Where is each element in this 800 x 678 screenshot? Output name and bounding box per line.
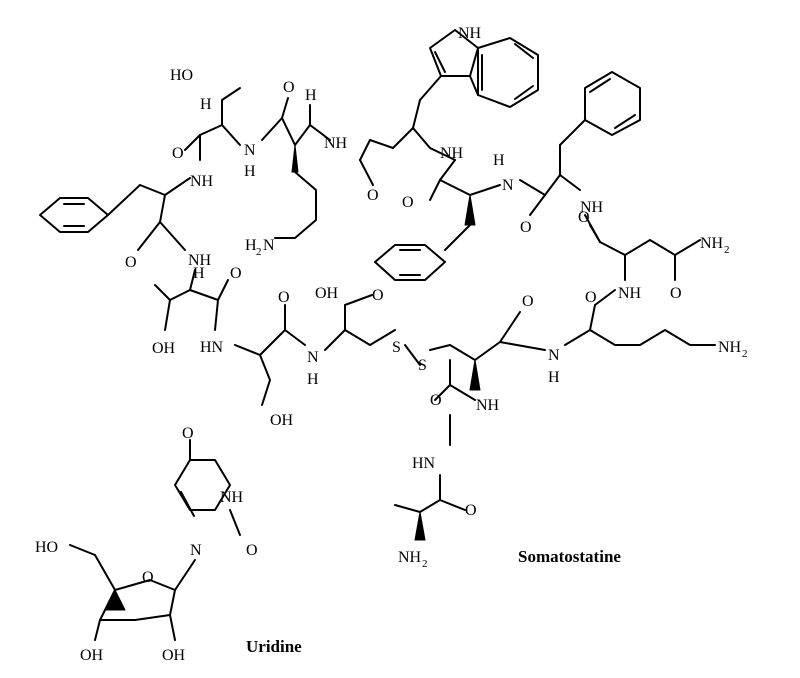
uridine-o-label-3: O xyxy=(142,569,154,586)
nh-label-2: NH xyxy=(190,173,214,190)
uridine-nh-label: NH xyxy=(220,489,244,506)
o-label-2: O xyxy=(283,79,295,96)
o-label-11: O xyxy=(585,289,597,306)
nh-label-7: NH xyxy=(440,145,464,162)
oh-label-2: OH xyxy=(270,412,294,429)
indole-nh-label: NH xyxy=(458,25,482,42)
hn-label-1: HN xyxy=(200,339,224,356)
uridine-name: Uridine xyxy=(246,637,302,656)
somatostatine-structure: NH O NH H O N H H 2 N HO H O NH xyxy=(39,25,748,570)
uridine-o-label-2: O xyxy=(246,542,258,559)
h-label-6: H xyxy=(548,369,560,386)
indole-ring: NH xyxy=(412,25,539,129)
h2n-label: H xyxy=(245,237,257,254)
o-label-13: O xyxy=(670,285,682,302)
nh-label-5: NH xyxy=(618,285,642,302)
h2n-sub: 2 xyxy=(256,246,262,258)
o-label-6: O xyxy=(278,289,290,306)
s-label-2: S xyxy=(418,357,427,374)
o-label-3: O xyxy=(172,145,184,162)
o-label-14: O xyxy=(520,219,532,236)
n-label-3: N xyxy=(548,347,560,364)
asn-nh2-label: NH xyxy=(700,235,724,252)
lys-nh2-label: NH xyxy=(718,339,742,356)
uridine-o-label-1: O xyxy=(182,425,194,442)
lys-nh2-sub: 2 xyxy=(742,348,748,360)
h-label-3: H xyxy=(200,96,212,113)
o-label-8: O xyxy=(522,293,534,310)
o-label-4: O xyxy=(125,254,137,271)
h-label-7: H xyxy=(493,152,505,169)
n-label-2: N xyxy=(307,349,319,366)
o-label-5: O xyxy=(230,265,242,282)
h-label-4: H xyxy=(193,265,205,282)
ala-nh2-sub: 2 xyxy=(422,558,428,570)
uridine-oh-label-1: OH xyxy=(80,647,104,664)
uridine-ho-label: HO xyxy=(35,539,58,556)
nh-label-6: NH xyxy=(580,199,604,216)
h-label-1: H xyxy=(305,87,317,104)
o-label-7: O xyxy=(372,287,384,304)
o-label-15: O xyxy=(402,194,414,211)
nh-label-4: NH xyxy=(476,397,500,414)
nh-label-3: NH xyxy=(188,252,212,269)
somatostatine-name: Somatostatine xyxy=(518,547,621,566)
h-label-2: H xyxy=(244,163,256,180)
ala-nh2-label: NH xyxy=(398,549,422,566)
o-label-10: O xyxy=(465,502,477,519)
n-label-1: N xyxy=(244,142,256,159)
o-label-12: O xyxy=(578,209,590,226)
oh-label-1: OH xyxy=(152,340,176,357)
h-label-5: H xyxy=(307,371,319,388)
asn-nh2-sub: 2 xyxy=(724,244,730,256)
n-label-4: N xyxy=(502,177,514,194)
o-label-9: O xyxy=(430,392,442,409)
oh-label-3: OH xyxy=(315,285,339,302)
o-label-1: O xyxy=(367,187,379,204)
uridine-structure: O NH O N O OH OH HO xyxy=(35,425,258,664)
hn-label-2: HN xyxy=(412,455,436,472)
uridine-oh-label-2: OH xyxy=(162,647,186,664)
h2n-n-label: N xyxy=(263,237,275,254)
uridine-n-label: N xyxy=(190,542,202,559)
ho-label-1: HO xyxy=(170,67,193,84)
s-label-1: S xyxy=(392,339,401,356)
